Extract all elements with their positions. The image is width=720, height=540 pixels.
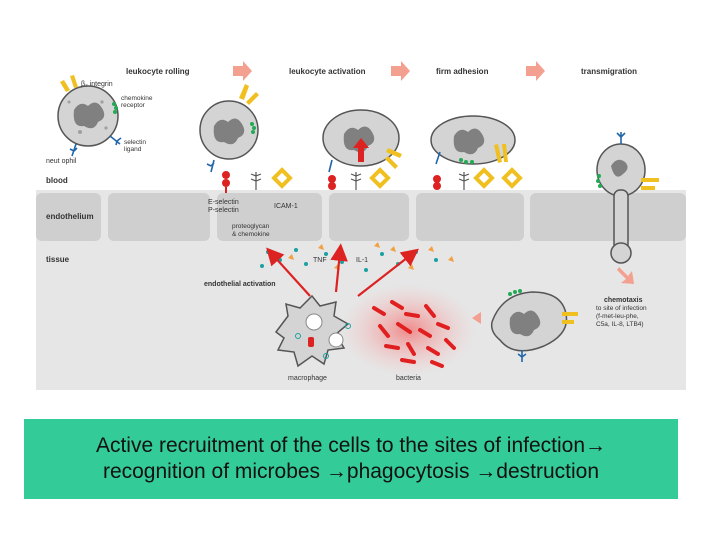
e-selectin-molecules xyxy=(222,171,441,193)
label-neutrophil: neut ophil xyxy=(46,158,77,165)
label-e-selectin: E-selectin xyxy=(208,199,239,206)
label-endothelium: endothelium xyxy=(46,212,94,221)
label-tnf: TNF xyxy=(313,257,327,264)
proteoglycan-molecules xyxy=(250,172,470,190)
macrophage-cell xyxy=(274,294,351,368)
neutrophil-chemotaxis xyxy=(490,289,578,362)
label-chemotaxis-2: to site of infection xyxy=(596,305,647,312)
neutrophil-activation-2 xyxy=(322,109,402,173)
label-proteoglycan-2: & chemokine xyxy=(232,231,270,238)
neutrophil-rolling xyxy=(57,85,119,147)
stage-activation: leukocyte activation xyxy=(289,67,366,76)
label-chemotaxis-1: chemotaxis xyxy=(604,297,643,304)
label-chemotaxis-4: C5a, IL-8, LTB4) xyxy=(596,321,644,328)
neutrophil-activation-1 xyxy=(199,84,259,173)
label-bacteria: bacteria xyxy=(396,375,421,382)
label-macrophage: macrophage xyxy=(288,375,327,382)
icam-molecules xyxy=(271,167,523,189)
label-proteoglycan-1: proteoglycan xyxy=(232,223,270,230)
label-il1: IL-1 xyxy=(356,257,368,264)
label-selectin-ligand-2: ligand xyxy=(124,146,142,153)
label-chemotaxis-3: (f-met-leu-phe, xyxy=(596,313,639,320)
label-icam: ICAM-1 xyxy=(274,203,298,210)
label-chemokine-receptor-2: receptor xyxy=(121,102,146,109)
label-chemokine-receptor-1: chemokine xyxy=(121,95,153,102)
stage-rolling: leukocyte rolling xyxy=(126,67,190,76)
neutrophil-transmigrating xyxy=(596,132,659,264)
bacteria-cluster xyxy=(372,300,456,368)
label-integrin: β₂ integrin xyxy=(81,81,113,88)
caption-box: Active recruitment of the cells to the s… xyxy=(24,419,678,499)
chemokine-receptor-icon xyxy=(112,102,118,114)
flow-arrows xyxy=(233,61,634,324)
label-endothelial-activation: endothelial activation xyxy=(204,281,276,288)
caption-line-2: recognition of microbes →phagocytosis →d… xyxy=(102,460,600,483)
label-p-selectin: P-selectin xyxy=(208,207,239,214)
activation-arrows xyxy=(266,243,419,297)
selectin-ligand-icon xyxy=(69,135,122,157)
label-blood: blood xyxy=(46,176,68,185)
stage-adhesion: firm adhesion xyxy=(436,67,489,76)
stage-transmigration: transmigration xyxy=(581,67,637,76)
caption-line-1: Active recruitment of the cells to the s… xyxy=(95,434,607,457)
neutrophil-adhesion xyxy=(430,115,516,165)
integrin-icon xyxy=(60,75,78,92)
leukocyte-recruitment-diagram: leukocyte rolling leukocyte activation f… xyxy=(36,40,686,390)
label-tissue: tissue xyxy=(46,255,70,264)
label-selectin-ligand-1: selectin xyxy=(124,139,146,146)
endothelium-layer xyxy=(36,193,686,241)
